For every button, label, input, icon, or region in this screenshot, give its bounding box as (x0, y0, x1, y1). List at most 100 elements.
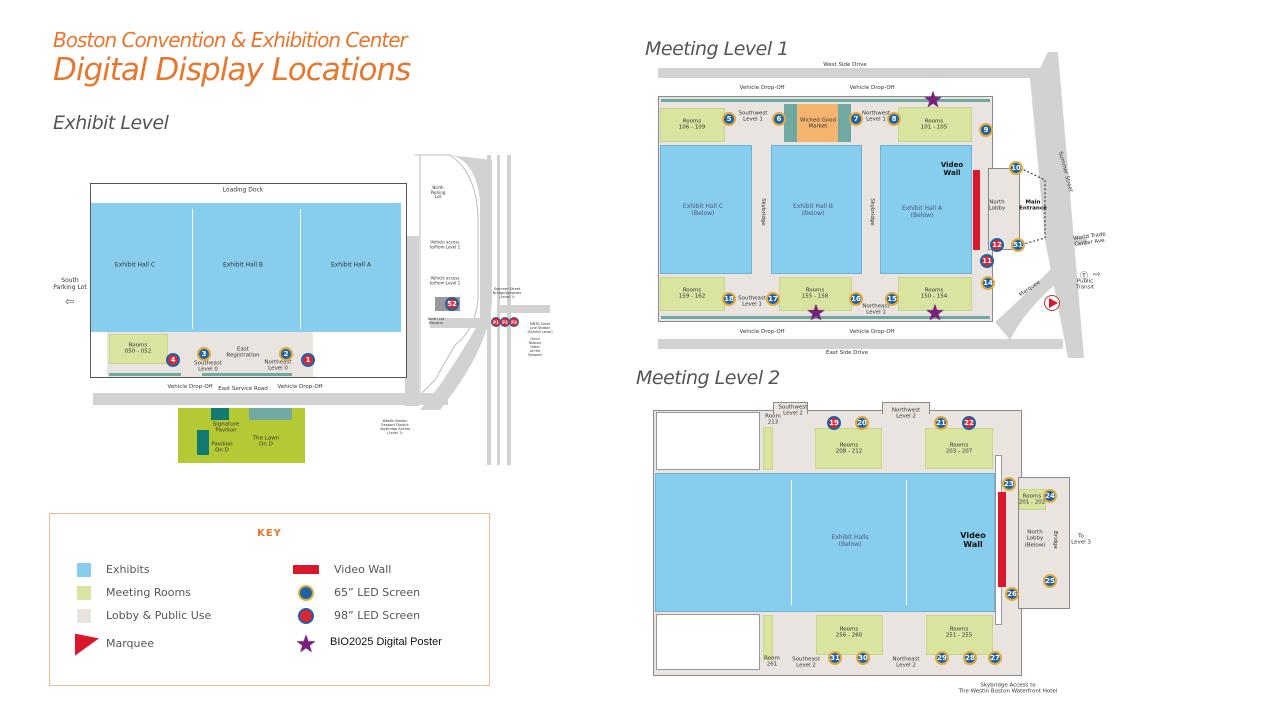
pavilion-on-d (197, 430, 209, 455)
rooms-label: Rooms 050 - 052 (124, 342, 152, 355)
led-screen-65[interactable]: 7 (849, 112, 863, 126)
north-lot-elevator-label: North Lot Elevator (427, 316, 445, 325)
led-screen-65[interactable]: 21 (934, 416, 948, 430)
northwest-level1-label: Northwest Level 1 (861, 110, 891, 123)
led-screen-98[interactable]: 22 (962, 416, 976, 430)
led-screen-65[interactable]: 16 (849, 292, 863, 306)
led-screen-65[interactable]: 20 (855, 416, 869, 430)
lawn-label: The Lawn On D (252, 435, 280, 448)
led-screen-65[interactable]: 24 (1043, 489, 1057, 503)
led-screen-65[interactable]: 2 (279, 347, 293, 361)
rooms-label: Rooms 155 - 158 (801, 287, 829, 300)
led-screen-98[interactable]: 52 (445, 297, 459, 311)
meeting-rooms-swatch (77, 586, 91, 600)
market-label: Wicked Good Market (800, 117, 836, 130)
west-side-drive-label: West Side Drive (823, 61, 867, 68)
digital-poster-star-icon[interactable]: ★ (925, 301, 945, 326)
exhibit-halls-below (655, 473, 995, 612)
led-screen-65[interactable]: 15 (885, 292, 899, 306)
led-screen-98[interactable]: 4 (166, 353, 180, 367)
led-screen-65[interactable]: 27 (988, 651, 1002, 665)
main-entrance-label: Main Entrance (1019, 199, 1047, 212)
exhibit-hall-c (660, 145, 752, 274)
north-lobby (988, 168, 1020, 250)
led-screen-98[interactable]: 1 (301, 353, 315, 367)
led-screen-65[interactable]: 29 (935, 651, 949, 665)
video-wall[interactable] (998, 492, 1006, 587)
to-level3-label: To Level 3 (1071, 533, 1091, 546)
rooms-256-260 (816, 615, 883, 655)
video-wall-label: Video Wall (940, 160, 964, 177)
led-screen-65[interactable]: 5 (722, 112, 736, 126)
wall-strip (202, 373, 292, 376)
blank-area (656, 412, 760, 470)
led-screen-65[interactable]: 51 (1011, 238, 1025, 252)
legend-exhibits: Exhibits (106, 563, 150, 576)
led-screen-65[interactable]: 26 (1005, 587, 1019, 601)
legend-digital-poster: BIO2025 Digital Poster (330, 636, 442, 648)
page-title: Digital Display Locations (53, 52, 411, 88)
east-side-drive-label: East Side Drive (826, 349, 868, 356)
hall-c-label: Exhibit Hall C (114, 261, 156, 269)
signature-pavilion (211, 408, 229, 420)
north-lot-label: North Parking Lot (430, 185, 446, 200)
legend-marquee: Marquee (106, 637, 155, 650)
led-screen-98[interactable]: P3 (509, 317, 519, 327)
rooms-050-052 (109, 334, 168, 364)
marquee-icon (1049, 298, 1058, 308)
legend-98-led: 98” LED Screen (334, 609, 421, 622)
southeast-level0-label: Southeast Level 0 (194, 360, 222, 373)
video-wall-label: Video Wall (960, 530, 986, 549)
market-wall (784, 104, 797, 142)
drop-off-label: Vehicle Drop-Off (167, 383, 213, 390)
led-screen-65[interactable]: 6 (772, 112, 786, 126)
led-screen-65[interactable]: 10 (1009, 161, 1023, 175)
led-screen-98[interactable]: 19 (827, 416, 841, 430)
led-screen-65[interactable]: 25 (1043, 574, 1057, 588)
hall-divider (192, 209, 193, 329)
drop-off-label: Vehicle Drop-Off (277, 383, 323, 390)
led-screen-65[interactable]: 18 (722, 292, 736, 306)
skybridge-access-label: Skybridge Access to The Westin Boston Wa… (958, 682, 1058, 695)
led-screen-65[interactable]: 14 (981, 276, 995, 290)
room-261-label: Room 261 (764, 655, 780, 668)
rooms-label: Rooms 251 - 255 (945, 626, 973, 639)
rooms-208-212 (815, 428, 882, 469)
lobby-swatch (77, 609, 91, 623)
wall-strip (661, 99, 990, 102)
digital-poster-star-icon[interactable]: ★ (806, 301, 826, 326)
wicked-good-market (797, 104, 838, 142)
video-wall[interactable] (973, 170, 980, 250)
hall-b-label: Exhibit Hall B (222, 261, 264, 269)
mbta-label: MBTA Silver Line Station (Exhibit Level) (527, 321, 553, 335)
rooms-label: Rooms 256 - 260 (835, 626, 863, 639)
led-screen-65[interactable]: 9 (979, 123, 993, 137)
led-screen-65[interactable]: 23 (1002, 477, 1016, 491)
led-screen-65[interactable]: 17 (766, 292, 780, 306)
led-screen-65[interactable]: 30 (856, 651, 870, 665)
led-screen-65[interactable]: 8 (887, 112, 901, 126)
northeast-level2-label: Northeast Level 2 (892, 656, 920, 669)
east-registration-label: East Registration (226, 346, 260, 359)
level2-title: Meeting Level 2 (636, 367, 780, 389)
led-screen-65[interactable]: 31 (828, 651, 842, 665)
led-screen-65[interactable]: 3 (197, 347, 211, 361)
legend-video-wall: Video Wall (334, 563, 392, 576)
rooms-203-207 (925, 428, 993, 469)
exhibit-halls-label: Exhibit Halls (Below) (831, 533, 869, 548)
south-parking-label: South Parking Lot (53, 277, 87, 291)
arrow-right-icon: ⇨ (1093, 270, 1101, 280)
marquee[interactable] (1044, 295, 1060, 311)
service-road-label: East Service Road (218, 385, 268, 392)
drop-off-label: Vehicle Drop-Off (849, 328, 895, 335)
led-screen-98[interactable]: 12 (990, 238, 1004, 252)
southeast-level1-label: Southeast Level 1 (738, 295, 766, 308)
led-screen-65[interactable]: 28 (963, 651, 977, 665)
led-screen-98[interactable]: 11 (980, 254, 994, 268)
digital-poster-star-icon[interactable]: ★ (923, 88, 943, 113)
northeast-level1-label: Northeast Level 1 (862, 303, 890, 316)
hall-c-label: Exhibit Hall C (Below) (682, 202, 724, 217)
blank-area (656, 614, 760, 670)
rooms-label: Rooms 201 - 202 (1018, 493, 1046, 506)
